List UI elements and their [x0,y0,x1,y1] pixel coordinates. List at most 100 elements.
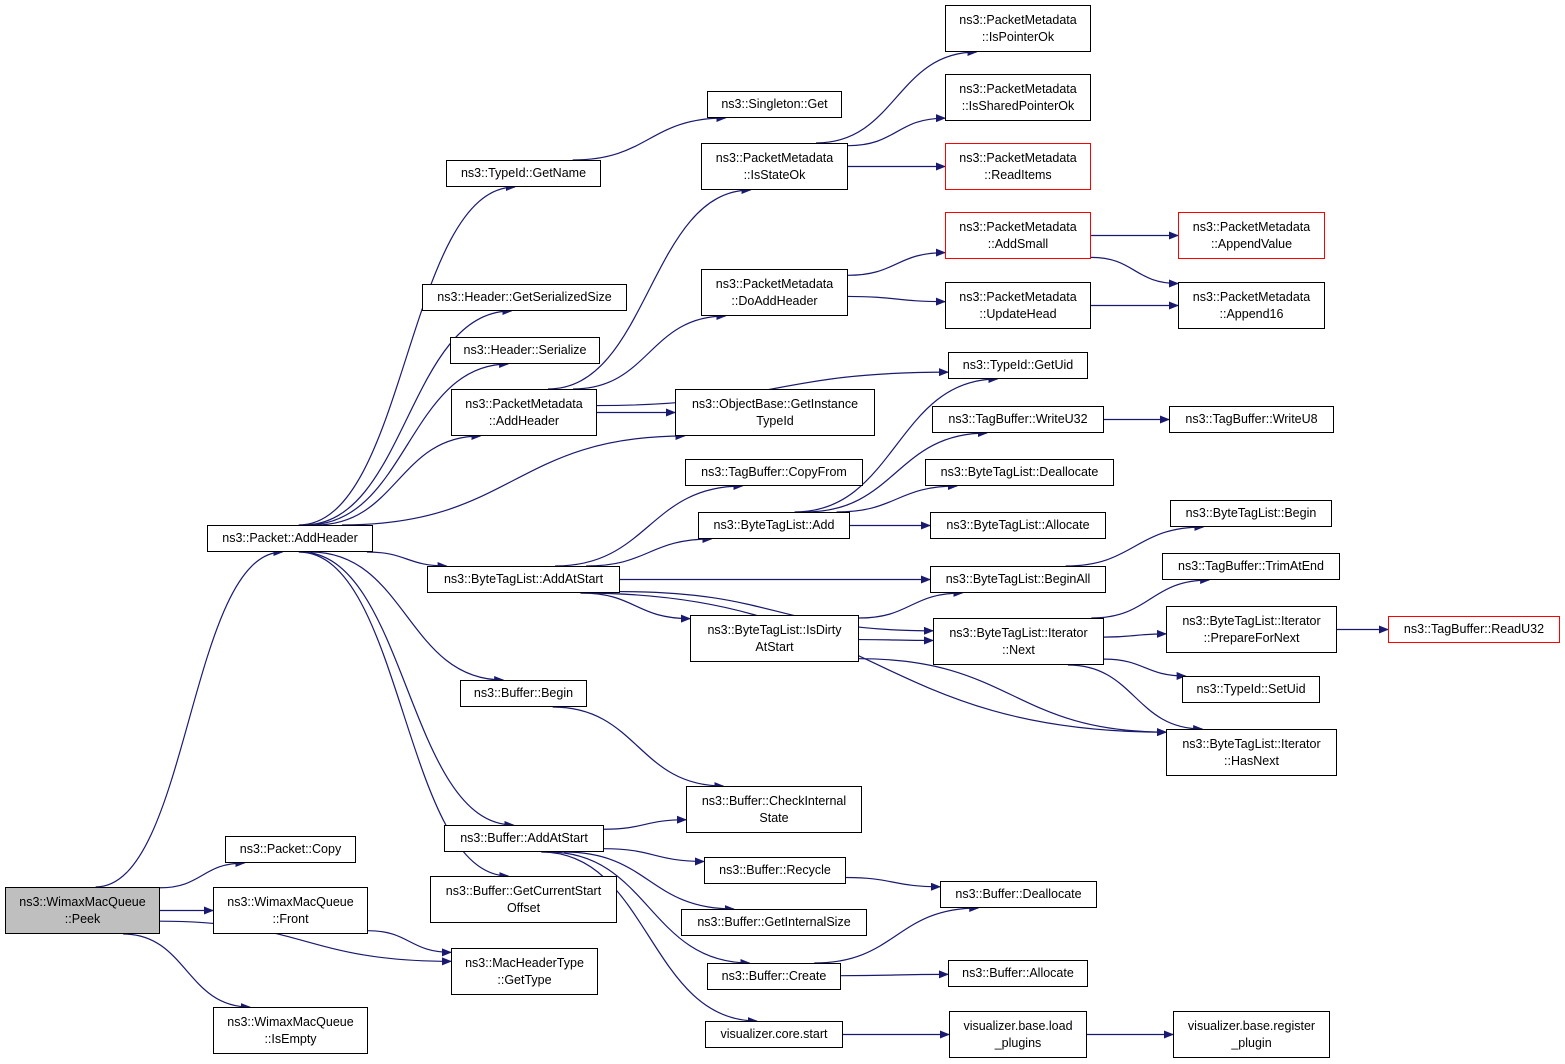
node-pm-doaddheader[interactable]: ns3::PacketMetadata::DoAddHeader [701,269,848,316]
node-btl-iter-preparefornext[interactable]: ns3::ByteTagList::Iterator::PrepareForNe… [1166,606,1337,653]
node-viz-core-start[interactable]: visualizer.core.start [705,1021,843,1048]
node-pm-addsmall[interactable]: ns3::PacketMetadata::AddSmall [945,212,1091,259]
node-btl-iter-hasnext[interactable]: ns3::ByteTagList::Iterator::HasNext [1166,729,1337,776]
edge-btl-add-to-tb-writeu32 [805,429,988,513]
node-label-line: ns3::TypeId::GetUid [962,358,1074,372]
node-label-line: ns3::ByteTagList::BeginAll [945,572,1091,586]
node-pm-addheader[interactable]: ns3::PacketMetadata::AddHeader [451,389,597,436]
edge-peek-to-copy [159,859,246,889]
node-label-line: ::GetType [497,972,552,987]
node-label-line: ns3::TagBuffer::TrimAtEnd [1178,559,1324,573]
node-label-line: ns3::ByteTagList::Iterator [1182,613,1321,628]
node-buf-create[interactable]: ns3::Buffer::Create [707,963,841,990]
node-label-line: ns3::ObjectBase::GetInstance [691,396,859,411]
node-label-line: ns3::Buffer::Recycle [719,863,831,877]
node-btl-begin[interactable]: ns3::ByteTagList::Begin [1170,500,1332,527]
edge-buf-addatstart-to-viz-core-start [541,851,758,1025]
node-tb-readu32[interactable]: ns3::TagBuffer::ReadU32 [1388,616,1560,643]
node-singleton-get[interactable]: ns3::Singleton::Get [707,91,842,118]
node-label-line: ns3::TypeId::SetUid [1196,682,1306,696]
node-tb-writeu8[interactable]: ns3::TagBuffer::WriteU8 [1169,406,1334,433]
node-label-line: AtStart [755,639,794,654]
node-tb-trimatend[interactable]: ns3::TagBuffer::TrimAtEnd [1162,553,1340,580]
node-label-line: ns3::PacketMetadata [959,150,1077,165]
node-btl-deallocate[interactable]: ns3::ByteTagList::Deallocate [925,459,1114,486]
node-buf-deallocate[interactable]: ns3::Buffer::Deallocate [940,881,1097,908]
node-buf-begin[interactable]: ns3::Buffer::Begin [460,680,587,707]
node-label-line: ns3::PacketMetadata [959,81,1077,96]
edge-pm-doaddheader-to-pm-updatehead [847,295,946,306]
node-buf-addatstart[interactable]: ns3::Buffer::AddAtStart [444,825,604,852]
node-typeidgetname[interactable]: ns3::TypeId::GetName [446,160,601,187]
node-label-line: ::PrepareForNext [1203,630,1300,645]
node-label-line: ns3::Singleton::Get [721,97,828,111]
node-label-line: ns3::PacketMetadata [715,150,834,165]
node-typeid-getuid[interactable]: ns3::TypeId::GetUid [948,352,1088,379]
node-label-line: ns3::ByteTagList::Begin [1185,506,1317,520]
node-buf-getinternalsize[interactable]: ns3::Buffer::GetInternalSize [681,909,867,936]
edge-peek-to-addheader [95,548,284,888]
edge-btl-isdirtyatstart-to-btl-iter-hasnext [858,658,1167,737]
node-label-line: ::Append16 [1219,306,1284,321]
edge-btl-addatstart-to-btl-iter-hasnext [580,592,1167,737]
node-getserializedsize[interactable]: ns3::Header::GetSerializedSize [422,284,627,311]
node-pm-ispointerok[interactable]: ns3::PacketMetadata::IsPointerOk [945,5,1091,52]
node-label-line: ::AddSmall [987,236,1049,251]
node-btl-addatstart[interactable]: ns3::ByteTagList::AddAtStart [427,566,620,593]
node-pm-issharedpointerok[interactable]: ns3::PacketMetadata::IsSharedPointerOk [945,74,1091,121]
node-pm-updatehead[interactable]: ns3::PacketMetadata::UpdateHead [945,282,1091,329]
node-label-line: ns3::WimaxMacQueue [19,894,146,909]
edge-peek-to-gettype [159,920,452,966]
node-label-line: ns3::Buffer::GetCurrentStart [445,883,602,898]
node-btl-beginall[interactable]: ns3::ByteTagList::BeginAll [930,566,1106,593]
node-gettype[interactable]: ns3::MacHeaderType::GetType [451,948,598,995]
node-label-line: ns3::Packet::Copy [239,842,342,856]
node-isempty[interactable]: ns3::WimaxMacQueue::IsEmpty [213,1007,368,1054]
edge-buf-addatstart-to-buf-create [548,851,751,967]
node-pm-appendvalue[interactable]: ns3::PacketMetadata::AppendValue [1178,212,1325,259]
node-tb-writeu32[interactable]: ns3::TagBuffer::WriteU32 [932,406,1104,433]
edge-peek-to-isempty [123,933,251,1011]
node-pm-isstateok[interactable]: ns3::PacketMetadata::IsStateOk [701,143,848,190]
edge-buf-addatstart-to-buf-checkinternalstate [603,815,687,830]
edge-btl-addatstart-to-btl-isdirtyatstart [580,592,691,623]
node-label-line: ns3::Packet::AddHeader [222,531,358,545]
node-label-line: _plugin [1231,1035,1272,1050]
node-front[interactable]: ns3::WimaxMacQueue::Front [213,887,368,934]
node-pm-append16[interactable]: ns3::PacketMetadata::Append16 [1178,282,1325,329]
edge-btl-addatstart-to-tb-copyfrom [555,482,744,567]
node-label-line: ::Front [272,911,309,926]
edge-btl-iter-next-to-tb-trimatend [1091,576,1211,619]
node-addheader[interactable]: ns3::Packet::AddHeader [207,525,373,552]
node-label-line: ns3::WimaxMacQueue [227,894,354,909]
node-label-line: visualizer.base.register [1187,1018,1316,1033]
node-viz-register-plugin[interactable]: visualizer.base.register _plugin [1173,1011,1330,1058]
node-label-line: ::ReadItems [984,167,1052,182]
node-buf-allocate[interactable]: ns3::Buffer::Allocate [948,960,1088,987]
node-copy[interactable]: ns3::Packet::Copy [225,836,356,863]
node-typeid-setuid[interactable]: ns3::TypeId::SetUid [1182,676,1320,703]
node-buf-recycle[interactable]: ns3::Buffer::Recycle [704,857,846,884]
edge-btl-add-to-typeid-getuid [794,375,999,513]
node-tb-copyfrom[interactable]: ns3::TagBuffer::CopyFrom [685,459,863,486]
node-btl-iter-next[interactable]: ns3::ByteTagList::Iterator::Next [933,618,1104,665]
node-serialize[interactable]: ns3::Header::Serialize [450,337,600,364]
edge-front-to-gettype [367,930,452,957]
node-label-line: ns3::PacketMetadata [1192,219,1311,234]
node-btl-allocate[interactable]: ns3::ByteTagList::Allocate [930,512,1106,539]
node-label-line: ns3::PacketMetadata [959,289,1077,304]
node-label-line: ns3::TypeId::GetName [460,166,587,180]
node-label-line: ::IsSharedPointerOk [961,98,1075,113]
node-pm-readitems[interactable]: ns3::PacketMetadata::ReadItems [945,143,1091,190]
node-btl-add[interactable]: ns3::ByteTagList::Add [698,512,850,539]
node-label-line: ns3::Buffer::AddAtStart [460,831,588,845]
node-peek[interactable]: ns3::WimaxMacQueue::Peek [5,887,160,934]
edge-pm-isstateok-to-pm-issharedpointerok [847,114,946,147]
node-label-line: visualizer.core.start [720,1027,828,1041]
node-viz-load-plugins[interactable]: visualizer.base.load_plugins [949,1011,1087,1058]
